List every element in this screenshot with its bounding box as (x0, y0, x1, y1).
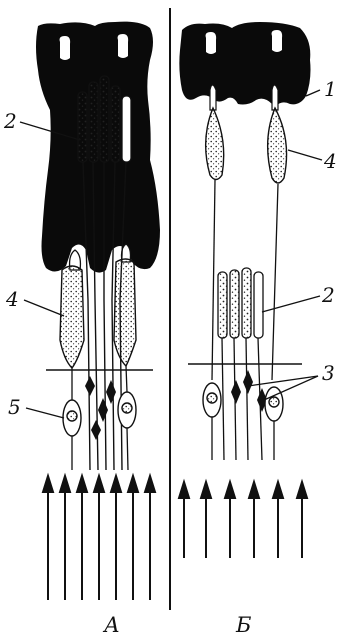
pigment-epithelium-b (179, 22, 310, 106)
callout-b-3: 3 (322, 361, 335, 385)
nuclei-b (231, 370, 267, 412)
rod-outer-segments-b (218, 268, 263, 338)
light-arrows-b (179, 482, 307, 558)
panel-a: 2 4 5 А (3, 22, 160, 636)
callout-a-2: 2 (3, 109, 17, 133)
panel-a-label: А (102, 613, 120, 636)
cone-bodies-b (206, 108, 287, 183)
light-arrows-a (43, 476, 155, 600)
cone-inner-segments-a (60, 259, 136, 368)
panel-b-label: Б (235, 613, 251, 636)
callout-b-4: 4 (323, 149, 337, 173)
callout-a-4: 4 (5, 287, 19, 311)
callout-a-5: 5 (8, 395, 21, 419)
callout-b-1: 1 (324, 77, 337, 101)
panel-b: 1 4 2 3 Б (179, 22, 337, 636)
callout-b-2: 2 (321, 283, 335, 307)
